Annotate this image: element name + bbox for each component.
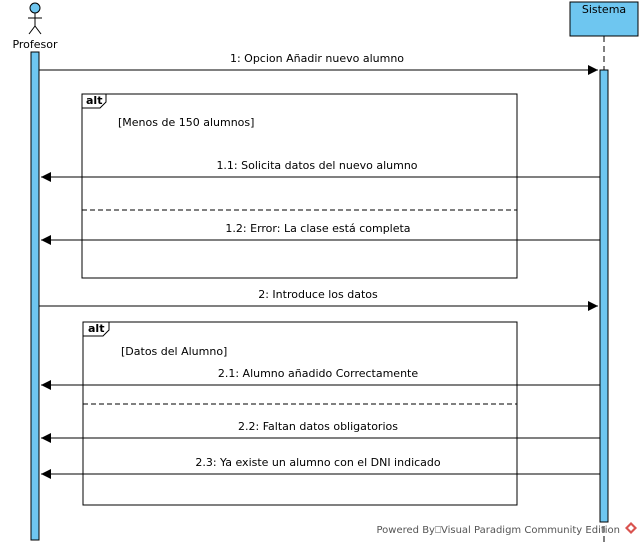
footer-text: Powered By⎕Visual Paradigm Community Edi… [377, 525, 621, 536]
fragment-guard: [Menos de 150 alumnos] [118, 116, 254, 129]
fragment-operator: alt [88, 322, 104, 335]
fragment-frame [81, 93, 518, 279]
message-label: 2.2: Faltan datos obligatorios [238, 420, 398, 433]
fragment-tab [82, 321, 110, 337]
fragment-guard: [Datos del Alumno] [121, 345, 227, 358]
actor-name: Profesor [12, 38, 58, 51]
actor-head-icon [29, 2, 41, 14]
message-1-2: 1.2: Error: La clase está completa [41, 222, 600, 245]
message-2-1: 2.1: Alumno añadido Correctamente [41, 367, 600, 390]
fragment-operator: alt [86, 94, 102, 107]
message-2-3: 2.3: Ya existe un alumno con el DNI indi… [41, 456, 600, 479]
alt-fragment-1: alt [Menos de 150 alumnos] [81, 93, 518, 279]
message-2: 2: Introduce los datos [39, 288, 598, 311]
activation-bar-profesor [30, 51, 40, 541]
message-1: 1: Opcion Añadir nuevo alumno [39, 52, 598, 75]
message-2-2: 2.2: Faltan datos obligatorios [41, 420, 600, 443]
message-1-1: 1.1: Solicita datos del nuevo alumno [41, 159, 600, 182]
visual-paradigm-logo-icon [625, 522, 637, 534]
message-label: 2.3: Ya existe un alumno con el DNI indi… [195, 456, 441, 469]
message-label: 2.1: Alumno añadido Correctamente [218, 367, 419, 380]
footer-watermark: Powered By⎕Visual Paradigm Community Edi… [377, 522, 637, 536]
lifeline-name: Sistema [582, 3, 626, 16]
lifeline-head [569, 1, 639, 37]
fragment-frame [82, 321, 518, 506]
message-label: 1: Opcion Añadir nuevo alumno [230, 52, 404, 65]
fragment-tab [81, 93, 107, 109]
message-label: 2: Introduce los datos [258, 288, 378, 301]
actor-profesor: Profesor [12, 2, 58, 51]
message-label: 1.2: Error: La clase está completa [225, 222, 410, 235]
message-label: 1.1: Solicita datos del nuevo alumno [216, 159, 417, 172]
lifeline-sistema: Sistema [569, 1, 639, 37]
alt-fragment-2: alt [Datos del Alumno] [82, 321, 518, 506]
activation-bar-sistema [599, 69, 609, 523]
